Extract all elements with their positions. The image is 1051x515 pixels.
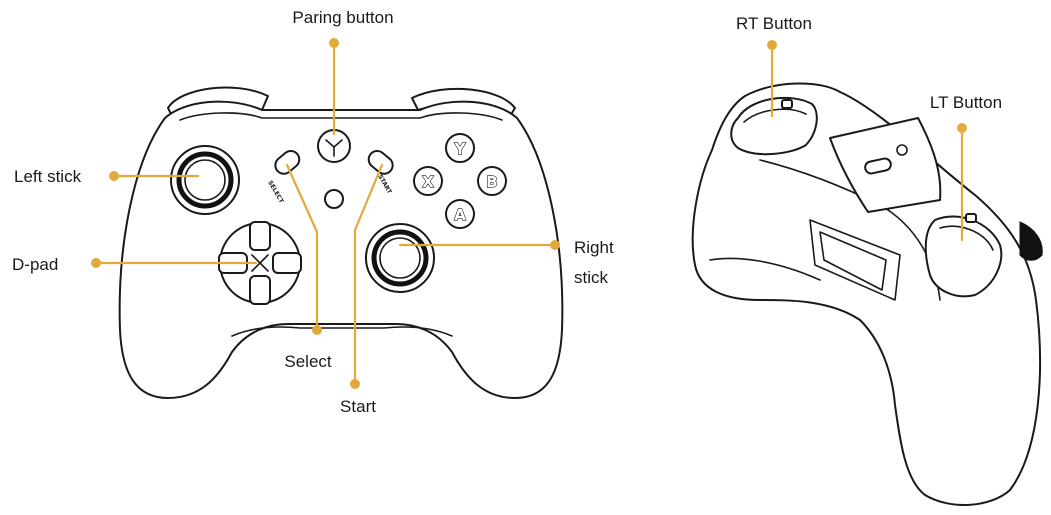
left-stick [176,151,234,209]
label-rt-button: RT Button [736,14,812,33]
button-b: B [477,166,507,196]
lt-trigger [924,213,1003,298]
label-select: Select [284,352,332,371]
side-stick [1019,221,1043,261]
rt-trigger [730,96,818,156]
label-dpad: D-pad [12,255,58,274]
button-b-letter: B [486,173,497,191]
label-lt-button: LT Button [930,93,1002,112]
start-button: START [367,149,394,196]
label-start: Start [340,397,376,416]
button-y-letter: Y [454,140,467,158]
label-right-stick-line1: Right [574,238,614,257]
label-left-stick: Left stick [14,167,82,186]
button-x: X [413,166,443,196]
side-controller [691,82,1043,506]
label-pairing-button: Paring button [292,8,393,27]
label-right-stick-line2: stick [574,268,609,287]
button-y: Y [445,133,475,163]
dpad [218,221,302,305]
button-a: A [445,199,475,229]
button-x-letter: X [422,173,434,191]
button-a-letter: A [454,206,466,224]
center-button [324,189,344,209]
labels: Paring button Left stick D-pad Select St… [12,8,1002,416]
front-controller: SELECT START Y X B A [118,86,564,399]
leader-lines [91,38,967,389]
side-controller-body [691,82,1042,506]
right-stick [371,229,429,287]
